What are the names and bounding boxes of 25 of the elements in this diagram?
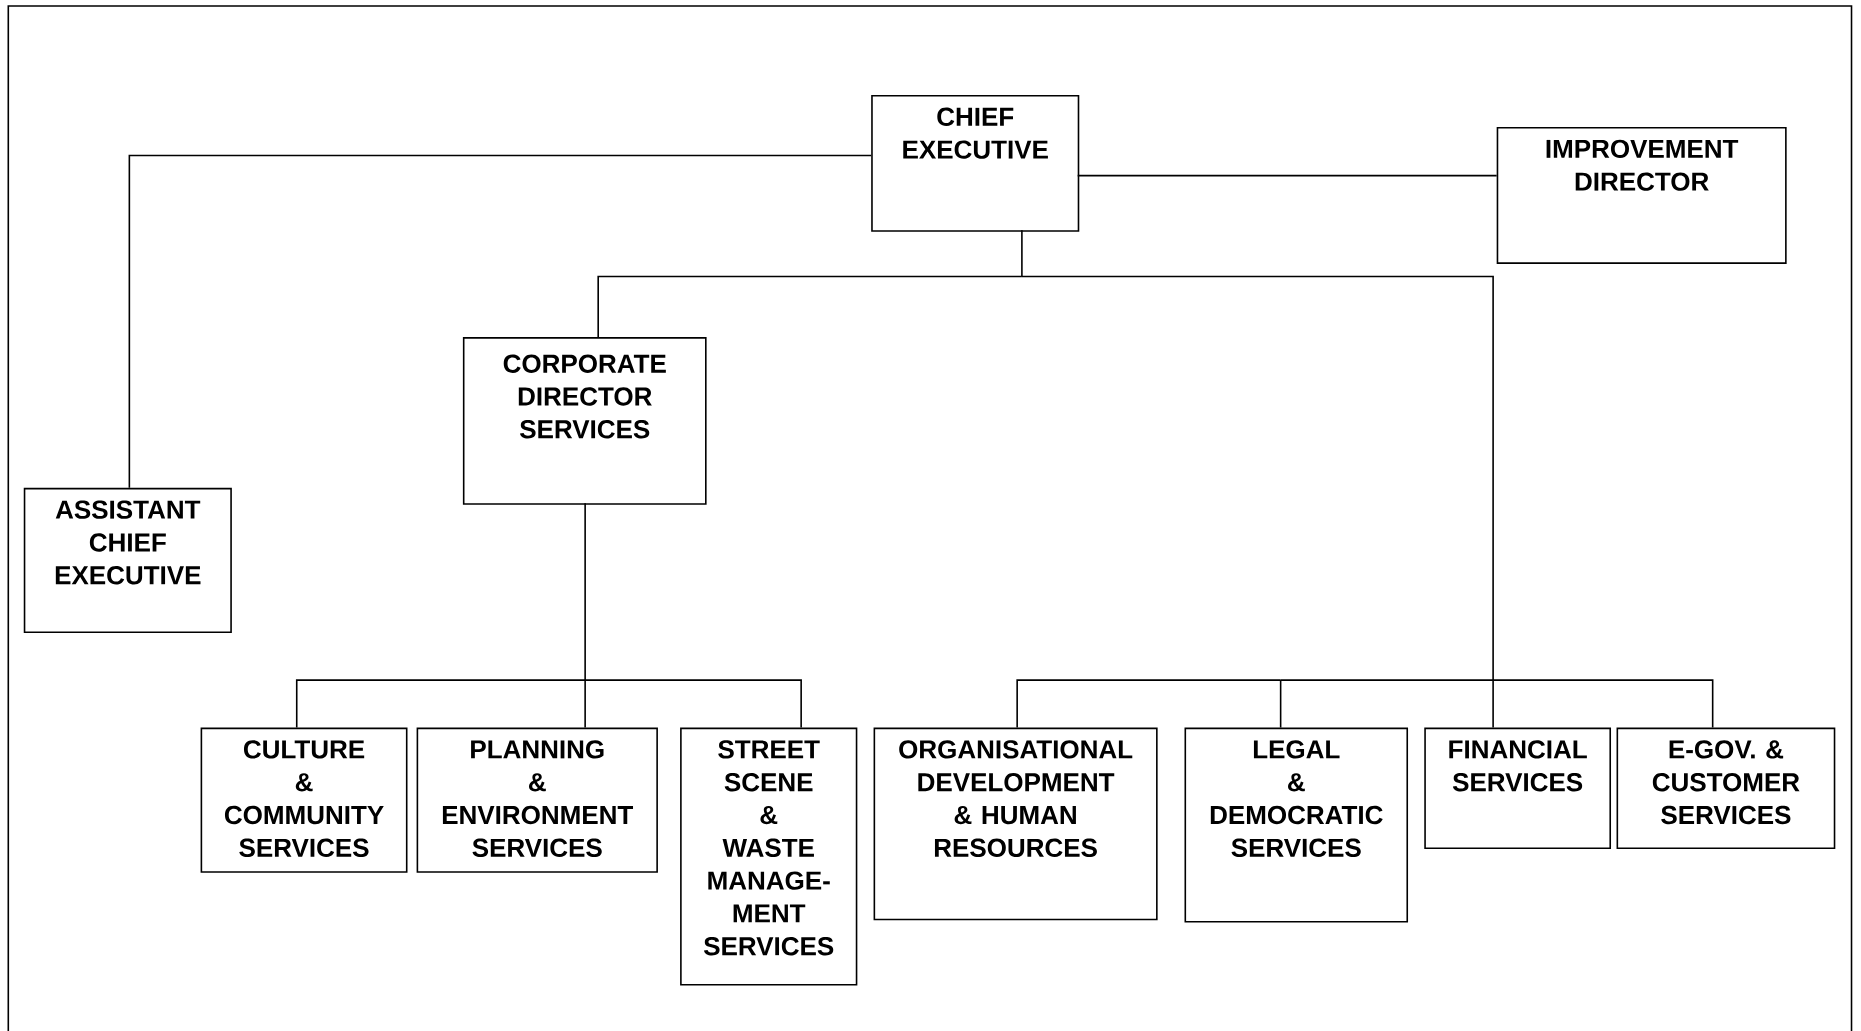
connector-line — [584, 679, 802, 729]
org-box: STREET SCENE & WASTE MANAGE- MENT SERVICES — [680, 727, 858, 986]
org-box: IMPROVEMENT DIRECTOR — [1496, 126, 1787, 264]
org-box: CULTURE & COMMUNITY SERVICES — [200, 727, 408, 873]
connector-line — [1076, 174, 1498, 177]
connector-line — [128, 154, 872, 489]
connector-line — [1021, 229, 1023, 278]
org-box: E-GOV. & CUSTOMER SERVICES — [1616, 727, 1836, 849]
connector-line — [584, 502, 586, 681]
org-box: ORGANISATIONAL DEVELOPMENT & HUMAN RESOURCES — [873, 727, 1158, 921]
connector-line — [1279, 679, 1494, 681]
connector-line — [597, 275, 1023, 338]
connector-line — [1016, 679, 1282, 729]
org-box: CORPORATE DIRECTOR SERVICES — [462, 336, 707, 505]
connector-line — [584, 679, 586, 729]
org-box: LEGAL & DEMOCRATIC SERVICES — [1184, 727, 1409, 923]
connector-line — [1279, 679, 1282, 729]
org-box: FINANCIAL SERVICES — [1424, 727, 1611, 849]
org-box: ASSISTANT CHIEF EXECUTIVE — [23, 487, 232, 633]
connector-line — [1492, 679, 1714, 729]
connector-line — [1492, 679, 1494, 729]
connector-line — [1021, 275, 1494, 681]
org-box: PLANNING & ENVIRONMENT SERVICES — [416, 727, 658, 873]
connector-line — [295, 679, 586, 729]
org-box: CHIEF EXECUTIVE — [871, 94, 1080, 232]
